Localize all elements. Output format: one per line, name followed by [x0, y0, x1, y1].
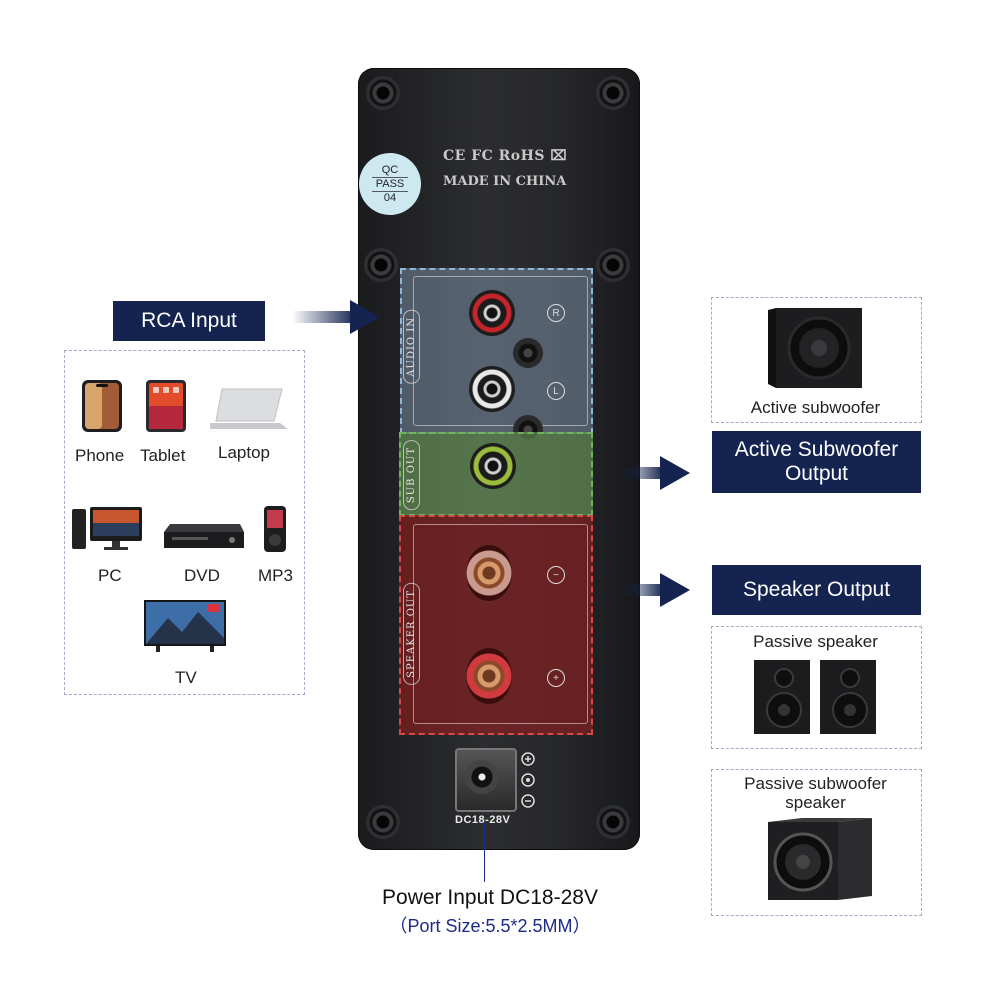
nut-icon — [513, 338, 543, 368]
dvd-player-icon — [164, 524, 244, 548]
passive-speaker-caption: Passive speaker — [753, 632, 878, 651]
dc-voltage-label: DC18-28V — [455, 814, 511, 826]
speaker-out-frame — [413, 524, 588, 724]
passive-speaker-icon — [754, 660, 876, 734]
device-label-tv: TV — [175, 668, 197, 687]
rca-jack-left[interactable] — [469, 366, 515, 412]
qc-pass-text: PASS — [371, 176, 409, 192]
rca-input-label: RCA Input — [113, 301, 265, 341]
minus-marker: − — [547, 566, 565, 584]
qc-number: 04 — [383, 191, 397, 204]
audio-in-label: AUDIO IN — [403, 310, 420, 384]
passive-subwoofer-caption-line2: speaker — [785, 793, 846, 812]
screw-icon — [596, 805, 630, 839]
device-label-tablet: Tablet — [140, 446, 186, 465]
screw-icon — [366, 76, 400, 110]
power-input-title: Power Input DC18-28V — [382, 886, 598, 909]
arrow-right-icon — [660, 573, 690, 607]
tv-icon — [144, 600, 226, 652]
made-in-label: MADE IN CHINA — [443, 174, 567, 189]
audio-in-frame — [413, 276, 588, 426]
active-subwoofer-output-line2: Output — [784, 462, 849, 485]
arrow-tail — [620, 467, 660, 479]
power-port-size: （Port Size:5.5*2.5MM） — [389, 916, 591, 936]
arrow-right-icon — [660, 456, 690, 490]
screw-icon — [596, 248, 630, 282]
right-channel-marker: R — [547, 304, 565, 322]
arrow-right-icon — [350, 300, 380, 334]
polarity-icon — [521, 752, 535, 808]
device-label-phone: Phone — [75, 446, 125, 465]
active-subwoofer-icon — [768, 308, 862, 388]
arrow-tail — [292, 311, 350, 323]
active-subwoofer-output-label: Active Subwoofer Output — [712, 431, 921, 493]
laptop-icon — [210, 388, 288, 429]
speaker-out-label: SPEAKER OUT — [403, 583, 420, 685]
binding-post-negative[interactable] — [466, 545, 512, 601]
passive-speaker-box — [711, 626, 922, 749]
left-channel-marker: L — [547, 382, 565, 400]
screw-icon — [364, 248, 398, 282]
device-label-dvd: DVD — [184, 566, 220, 585]
sub-out-label: SUB OUT — [403, 440, 420, 511]
device-label-laptop: Laptop — [218, 443, 270, 462]
binding-post-positive[interactable] — [466, 648, 512, 704]
passive-subwoofer-caption: Passive subwoofer speaker — [711, 774, 920, 812]
power-callout-line — [484, 822, 485, 882]
rca-jack-right[interactable] — [469, 290, 515, 336]
qc-text: QC — [381, 163, 399, 176]
qc-pass-sticker: QC PASS 04 — [359, 153, 421, 215]
phone-icon — [82, 380, 122, 432]
rca-jack-sub-out[interactable] — [470, 443, 516, 489]
device-label-mp3: MP3 — [258, 566, 293, 585]
screw-icon — [596, 76, 630, 110]
arrow-tail — [620, 584, 660, 596]
plus-marker: + — [547, 669, 565, 687]
speaker-output-label: Speaker Output — [712, 565, 921, 615]
mp3-player-icon — [264, 506, 286, 552]
device-label-pc: PC — [98, 566, 122, 585]
dc-jack-hole — [465, 760, 499, 794]
pc-icon — [72, 507, 142, 550]
certification-marks: CE FC RoHS ⌧ — [443, 148, 567, 164]
active-subwoofer-output-line1: Active Subwoofer — [734, 438, 899, 461]
passive-subwoofer-icon — [768, 818, 872, 900]
passive-subwoofer-caption-line1: Passive subwoofer — [744, 774, 887, 793]
screw-icon — [366, 805, 400, 839]
active-subwoofer-caption: Active subwoofer — [750, 398, 881, 417]
tablet-icon — [146, 380, 186, 432]
